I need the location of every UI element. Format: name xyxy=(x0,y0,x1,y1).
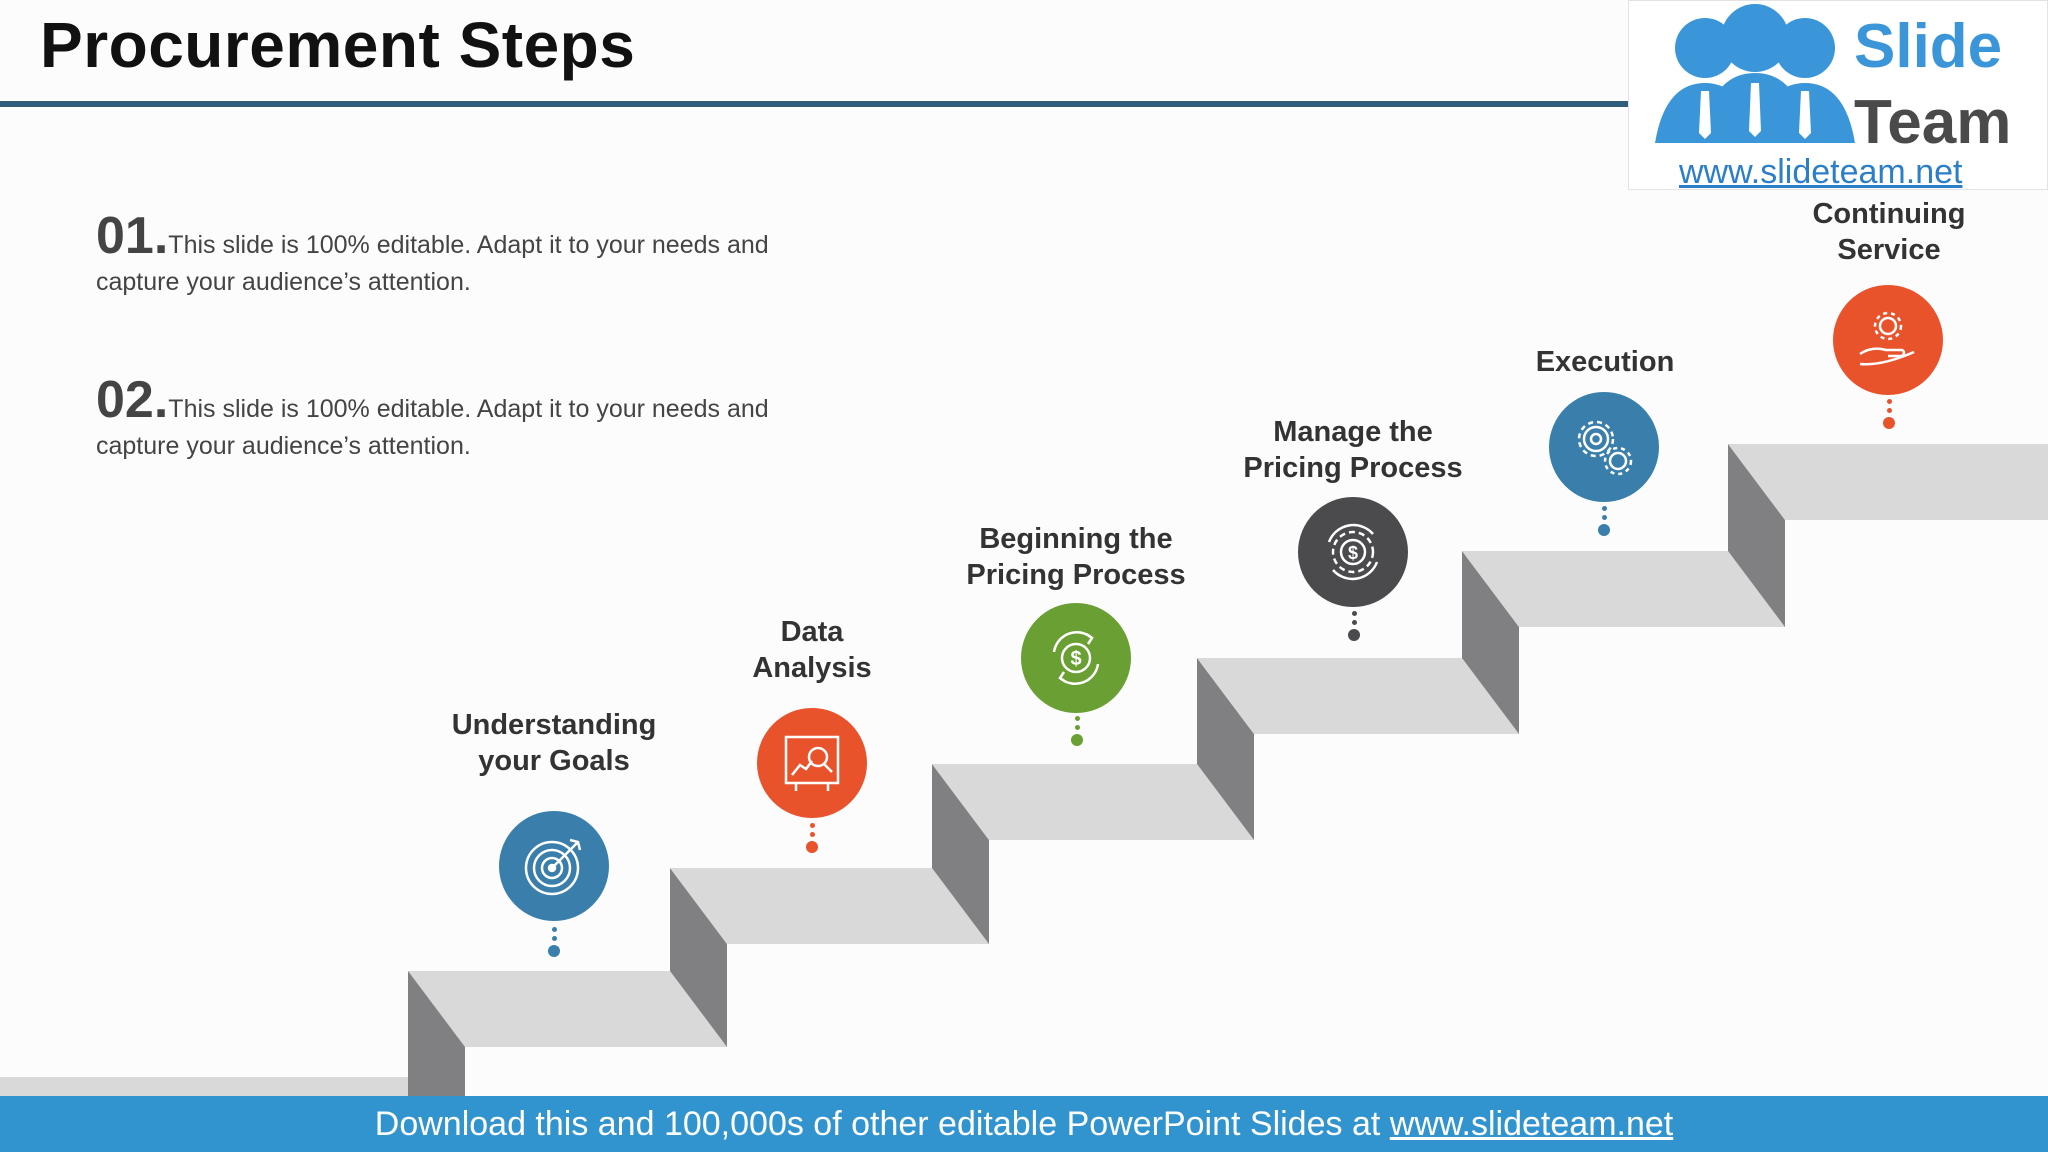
stair-top xyxy=(1197,658,1519,734)
stair-side xyxy=(932,764,989,944)
step-label-line: Analysis xyxy=(752,652,872,684)
step-label-manage-pricing: Manage the Pricing Process xyxy=(1203,414,1503,486)
step-dots-4 xyxy=(1348,611,1360,645)
step-circle-5 xyxy=(1549,392,1659,502)
svg-text:$: $ xyxy=(1348,543,1358,563)
step-circle-6 xyxy=(1833,285,1943,395)
step-dots-5 xyxy=(1598,506,1610,540)
note-text: This slide is 100% editable. Adapt it to… xyxy=(96,395,769,460)
logo-word-slide: Slide xyxy=(1854,12,2003,81)
footer-banner: Download this and 100,000s of other edit… xyxy=(0,1096,2048,1152)
stair-side xyxy=(1197,658,1254,840)
note-number: 01. xyxy=(96,207,169,265)
floor-ledge xyxy=(0,1077,410,1096)
step-label-line: Execution xyxy=(1535,346,1675,378)
step-label-line: Manage the xyxy=(1273,416,1433,448)
step-circle-2 xyxy=(757,708,867,818)
note-item-02: 02.This slide is 100% editable. Adapt it… xyxy=(96,374,776,465)
note-number: 02. xyxy=(96,371,169,429)
step-label-line: Pricing Process xyxy=(1243,452,1463,484)
step-dots-6 xyxy=(1883,399,1895,433)
step-label-execution: Execution xyxy=(1455,344,1755,380)
step-dots-3 xyxy=(1071,716,1083,750)
logo-url-link[interactable]: www.slideteam.net xyxy=(1679,153,1963,191)
dollar-settings-icon: $ xyxy=(1327,523,1379,581)
step-label-understanding-goals: Understanding your Goals xyxy=(404,707,704,779)
step-label-line: Understanding xyxy=(451,709,657,741)
footer-link[interactable]: www.slideteam.net xyxy=(1389,1105,1674,1143)
stair-side xyxy=(1462,551,1519,734)
gears-icon xyxy=(1577,420,1633,476)
title-underline xyxy=(0,101,2048,107)
stair-top xyxy=(1728,444,2048,520)
svg-text:$: $ xyxy=(1070,648,1081,670)
step-label-beginning-pricing: Beginning the Pricing Process xyxy=(926,521,1226,593)
step-label-continuing-service: Continuing Service xyxy=(1739,196,2039,268)
stair-top xyxy=(408,971,727,1047)
step-label-line: your Goals xyxy=(478,745,630,777)
slideteam-logo: Slide Team www.slideteam.net xyxy=(1628,0,2048,191)
slide-title: Procurement Steps xyxy=(40,9,636,81)
stair-top xyxy=(1462,551,1785,627)
analysis-board-icon xyxy=(784,735,840,791)
note-item-01: 01.This slide is 100% editable. Adapt it… xyxy=(96,210,776,301)
target-arrow-icon xyxy=(524,838,582,896)
stair-side xyxy=(670,868,727,1047)
step-label-line: Pricing Process xyxy=(966,559,1186,591)
people-icon xyxy=(1655,4,1855,143)
note-text: This slide is 100% editable. Adapt it to… xyxy=(96,231,769,296)
stair-side xyxy=(408,971,465,1096)
step-dots-1 xyxy=(548,927,560,961)
step-label-data-analysis: Data Analysis xyxy=(662,614,962,686)
step-circle-4: $ xyxy=(1298,497,1408,607)
step-label-line: Beginning the xyxy=(979,523,1173,555)
step-circle-1 xyxy=(499,811,609,921)
step-circle-3: $ xyxy=(1021,603,1131,713)
logo-word-team: Team xyxy=(1854,88,2012,157)
stair-top xyxy=(670,868,989,944)
stair-side xyxy=(1728,444,1785,627)
step-label-line: Data xyxy=(780,616,844,648)
dollar-cycle-icon: $ xyxy=(1052,631,1100,685)
stair-top xyxy=(932,764,1254,840)
step-label-line: Continuing xyxy=(1812,198,1966,230)
footer-text: Download this and 100,000s of other edit… xyxy=(374,1105,1390,1143)
hand-gear-icon xyxy=(1859,311,1915,366)
step-dots-2 xyxy=(806,823,818,857)
step-label-line: Service xyxy=(1837,234,1941,266)
